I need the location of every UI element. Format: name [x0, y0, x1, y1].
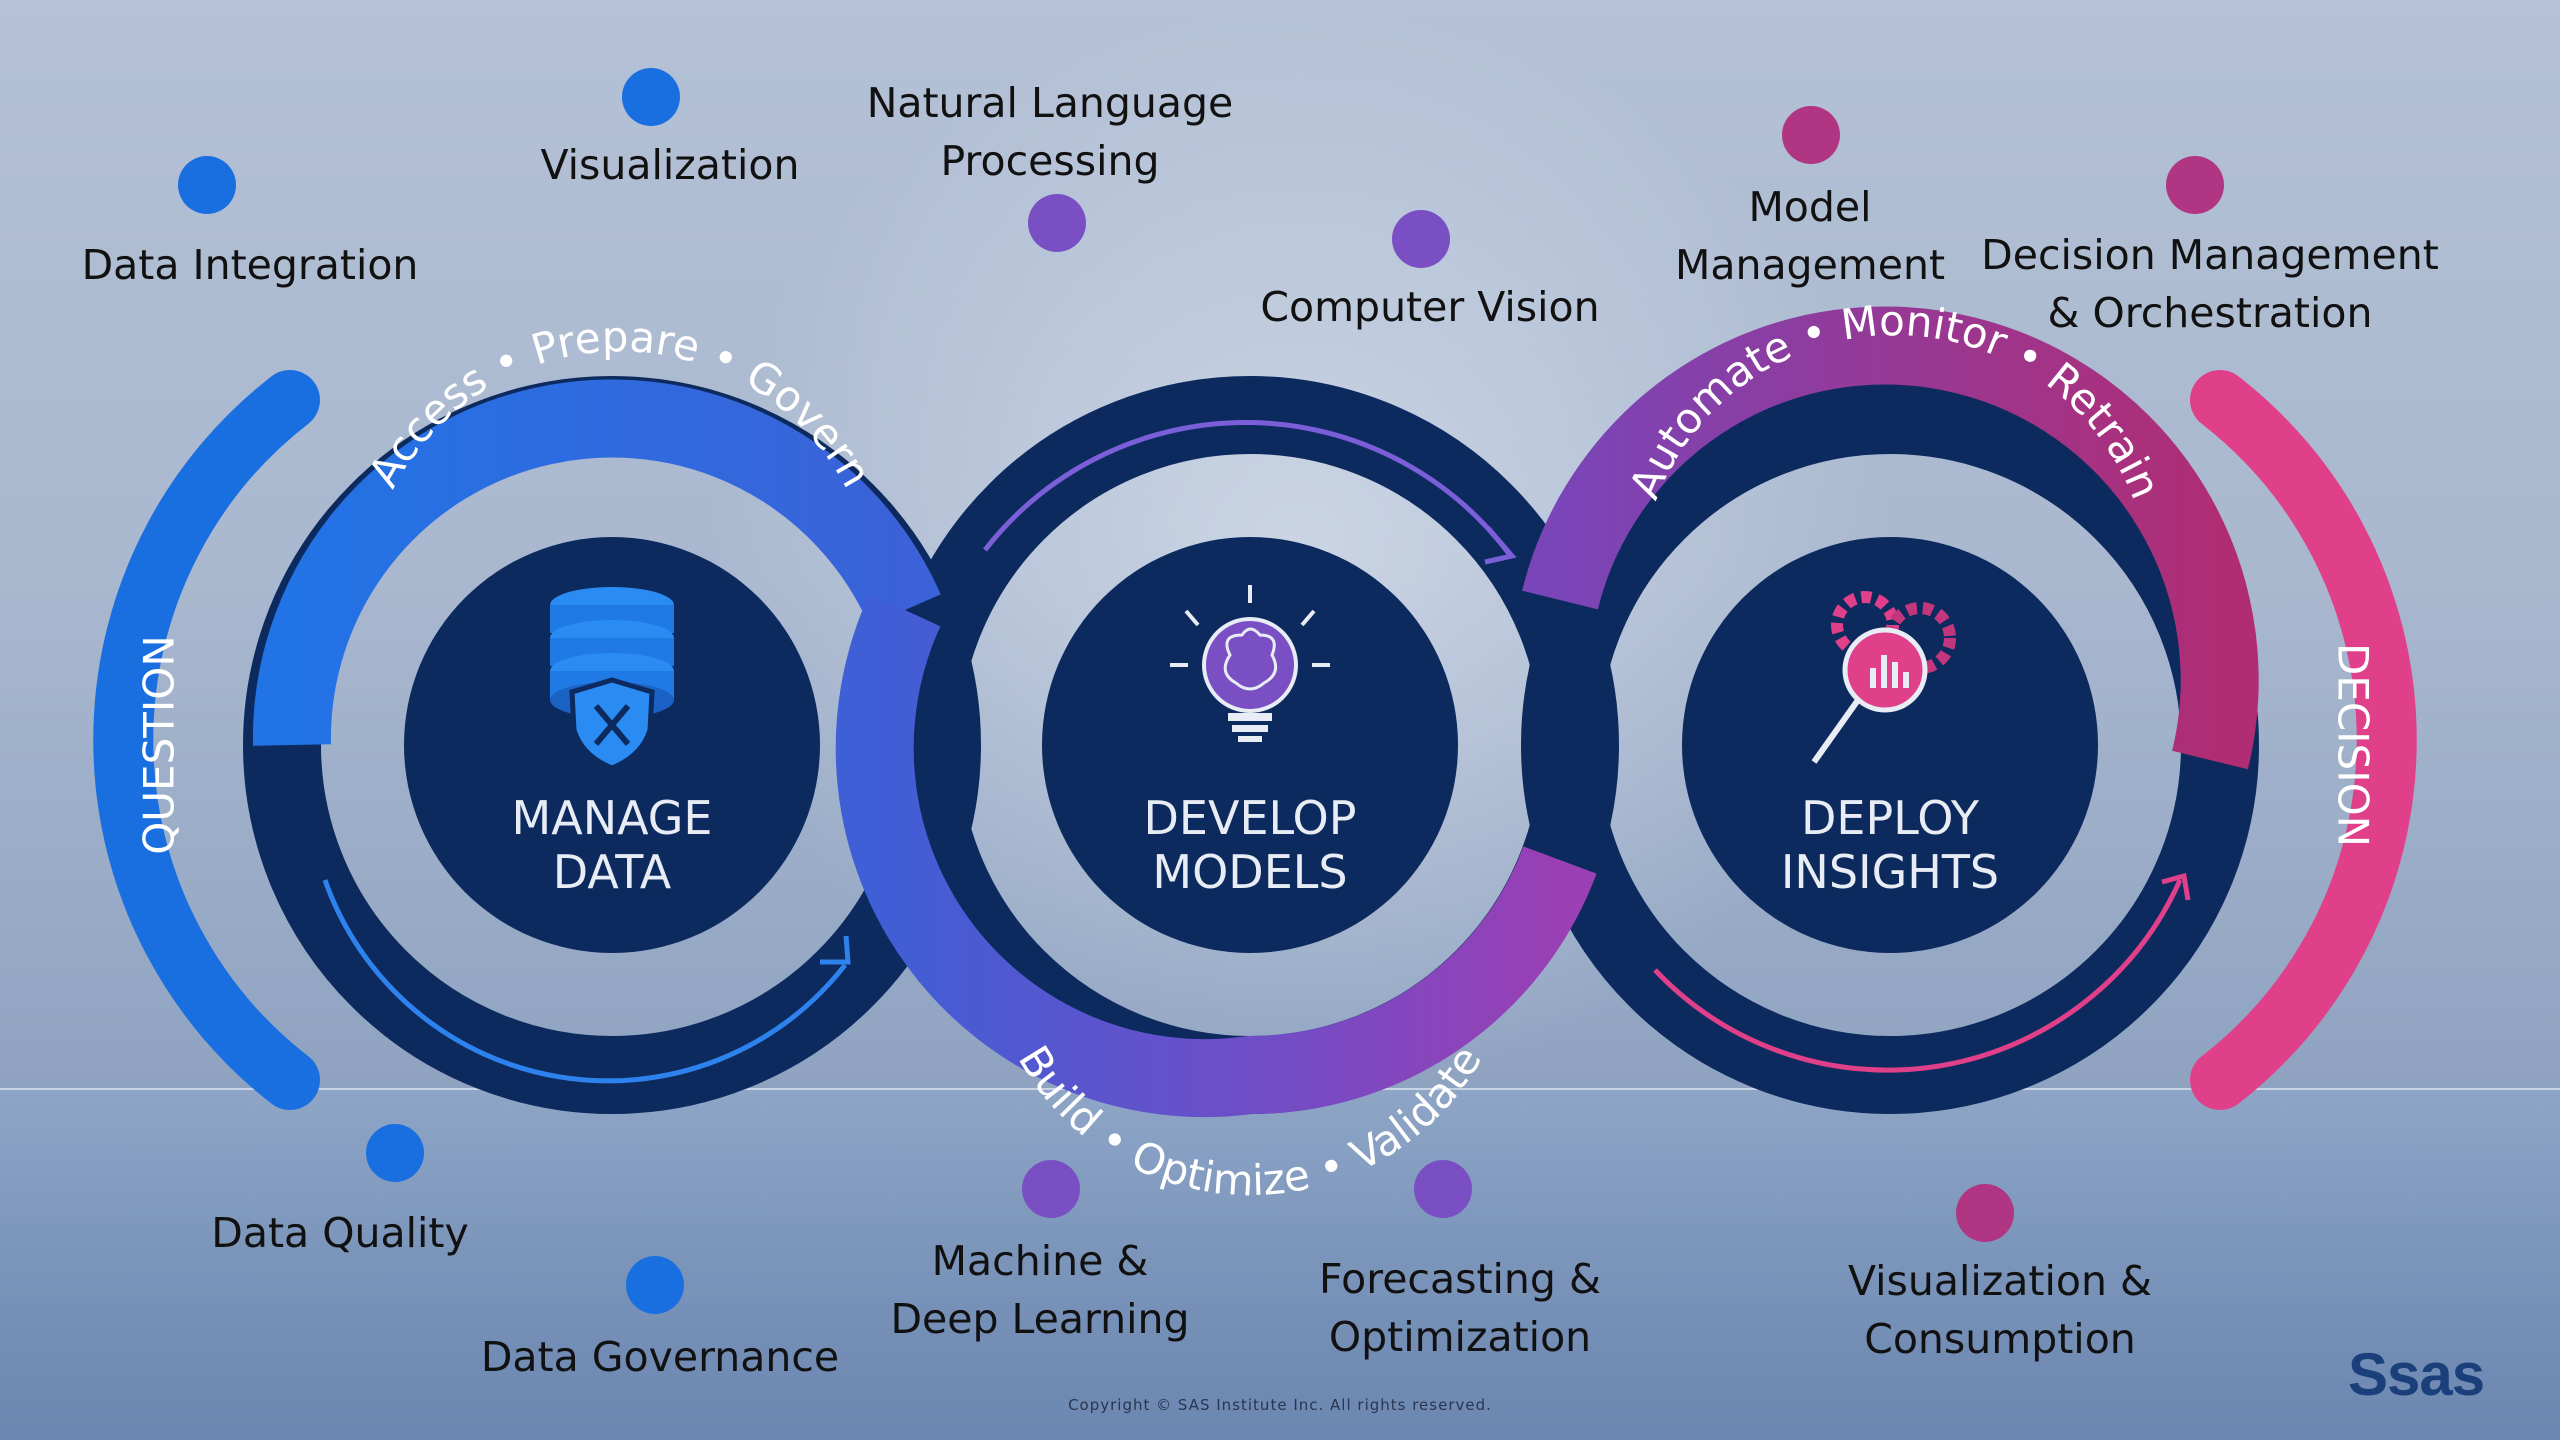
deploy-core [1682, 537, 2098, 953]
data-governance-label: Data Governance [480, 1333, 840, 1381]
develop-title-line2: MODELS [1152, 845, 1347, 899]
nlp-label: Natural Language Processing [866, 79, 1234, 185]
decision-management-dot [2166, 156, 2224, 214]
data-integration-dot [178, 156, 236, 214]
deploy-flow-arrow [1653, 878, 2183, 1073]
model-management-label: Model Management [1674, 183, 1946, 289]
manage-arc [252, 379, 941, 746]
deploy-arc [1522, 306, 2259, 770]
decision-management-label: Decision Management & Orchestration [1981, 231, 2439, 337]
decision-bracket [2190, 370, 2417, 1110]
data-governance-dot [626, 1256, 684, 1314]
deploy-title-line1: DEPLOY [1801, 791, 1980, 845]
develop-title-line1: DEVELOP [1144, 791, 1357, 845]
sas-logo: Ssas [2348, 1341, 2485, 1408]
manage-arrowhead [820, 935, 851, 965]
data-quality-label: Data Quality [211, 1209, 469, 1257]
visualization-label: Visualization [540, 141, 800, 189]
machine-learning-dot [1022, 1160, 1080, 1218]
forecasting-dot [1414, 1160, 1472, 1218]
visualization-consumption-label: Visualization & Consumption [1848, 1257, 2152, 1363]
visualization-consumption-dot [1956, 1184, 2014, 1242]
machine-learning-label: Machine & Deep Learning [890, 1237, 1190, 1343]
manage-title-line2: DATA [553, 845, 672, 899]
manage-flow-arrow [322, 879, 847, 1084]
develop-arrowhead [1484, 526, 1517, 565]
question-label: QUESTION [135, 635, 184, 855]
computer-vision-label: Computer Vision [1260, 283, 1600, 331]
deploy-title-line2: INSIGHTS [1781, 845, 1999, 899]
data-quality-dot [366, 1124, 424, 1182]
develop-arc [835, 593, 1597, 1118]
model-management-dot [1782, 106, 1840, 164]
manage-title-line1: MANAGE [512, 791, 713, 845]
copyright-notice: Copyright © SAS Institute Inc. All right… [1068, 1396, 1492, 1414]
gears-magnifier-icon [1811, 591, 1956, 764]
visualization-dot [622, 68, 680, 126]
nlp-dot [1028, 194, 1086, 252]
brain-lightbulb-icon [1170, 585, 1330, 742]
computer-vision-dot [1392, 210, 1450, 268]
develop-core [1042, 537, 1458, 953]
forecasting-label: Forecasting & Optimization [1319, 1255, 1601, 1361]
question-bracket [93, 370, 320, 1110]
floor [0, 1090, 2560, 1440]
data-integration-label: Data Integration [81, 241, 419, 289]
database-shield-icon [550, 587, 674, 771]
decision-label: DECISION [2329, 643, 2378, 847]
develop-flow-arrow [983, 419, 1513, 557]
deploy-arrowhead [2161, 872, 2191, 901]
